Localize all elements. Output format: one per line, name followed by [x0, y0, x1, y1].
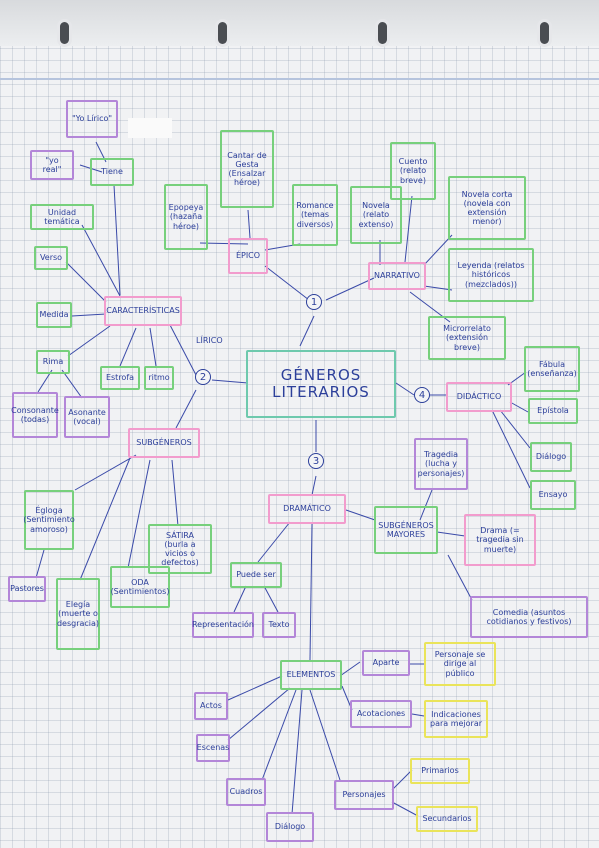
verso-node: Verso [34, 246, 68, 270]
acotaciones-desc-node: Indicaciones para mejorar [424, 700, 488, 738]
actos-node: Actos [194, 692, 228, 720]
tiene-node: Tiene [90, 158, 134, 186]
asonante-node: Asonante (vocal) [64, 396, 110, 438]
elegia-node: Elegía (muerte o desgracia) [56, 578, 100, 650]
representacion-node: Representación [192, 612, 254, 638]
leyenda-node: Leyenda (relatos históricos (mezclados)) [448, 248, 534, 302]
number-4: 4 [414, 387, 430, 403]
medida-node: Medida [36, 302, 72, 328]
yo-real-node: "yo real" [30, 150, 74, 180]
cuento-node: Cuento (relato breve) [390, 142, 436, 200]
number-1: 1 [306, 294, 322, 310]
epico-node: ÉPICO [228, 238, 268, 274]
romance-node: Romance (temas diversos) [292, 184, 338, 246]
personajes-node: Personajes [334, 780, 394, 810]
binder-hole [60, 22, 69, 44]
egloga-node: Égloga (Sentimiento amoroso) [23, 490, 75, 550]
number-2: 2 [195, 369, 211, 385]
yo-lirico-node: "Yo Lírico" [66, 100, 118, 138]
satira-node: SÁTIRA (burla a vicios o defectos) [148, 524, 212, 574]
dialogo-didactico-node: Diálogo [530, 442, 572, 472]
comedia-node: Comedia (asuntos cotidianos y festivos) [470, 596, 588, 638]
novela-corta-node: Novela corta (novela con extensión menor… [448, 176, 526, 240]
epistola-node: Epístola [528, 398, 578, 424]
binder-hole [218, 22, 227, 44]
cantar-gesta-node: Cantar de Gesta (Ensalzar héroe) [220, 130, 274, 208]
cuadros-node: Cuadros [226, 778, 266, 806]
narrativo-node: NARRATIVO [368, 262, 426, 290]
center-topic: GÉNEROS LITERARIOS [246, 350, 396, 418]
caracteristicas-node: CARACTERÍSTICAS [104, 296, 182, 326]
acotaciones-node: Acotaciones [350, 700, 412, 728]
puede-ser-node: Puede ser [230, 562, 282, 588]
drama-node: Drama (= tragedia sin muerte) [464, 514, 536, 566]
aparte-desc-node: Personaje se dirige al público [424, 642, 496, 686]
microrrelato-node: Microrrelato (extensión breve) [428, 316, 506, 360]
eraser-mark [128, 118, 172, 138]
margin-line [0, 78, 599, 80]
fabula-node: Fábula (enseñanza) [524, 346, 580, 392]
subgeneros-mayores-node: SUBGÉNEROS MAYORES [374, 506, 438, 554]
rima-node: Rima [36, 350, 70, 374]
lirico-label: LÍRICO [196, 336, 223, 345]
ritmo-node: ritmo [144, 366, 174, 390]
dialogo-dramatico-node: Diálogo [266, 812, 314, 842]
dramatico-node: DRAMÁTICO [268, 494, 346, 524]
didactico-node: DIDÁCTICO [446, 382, 512, 412]
binder-hole [540, 22, 549, 44]
aparte-node: Aparte [362, 650, 410, 676]
binder-hole [378, 22, 387, 44]
texto-node: Texto [262, 612, 296, 638]
number-3: 3 [308, 453, 324, 469]
unidad-tematica-node: Unidad temática [30, 204, 94, 230]
epopeya-node: Epopeya (hazaña héroe) [164, 184, 208, 250]
tragedia-node: Tragedia (lucha y personajes) [414, 438, 468, 490]
consonante-node: Consonante (todas) [11, 392, 59, 438]
novela-node: Novela (relato extenso) [350, 186, 402, 244]
estrofa-node: Estrofa [100, 366, 140, 390]
elementos-node: ELEMENTOS [280, 660, 342, 690]
primarios-node: Primarios [410, 758, 470, 784]
subgeneros-lirico-node: SUBGÉNEROS [128, 428, 200, 458]
page-top-shadow [0, 0, 599, 46]
escenas-node: Escenas [196, 734, 230, 762]
oda-node: ODA (Sentimientos) [110, 566, 170, 608]
secundarios-node: Secundarios [416, 806, 478, 832]
ensayo-node: Ensayo [530, 480, 576, 510]
pastores-node: Pastores [8, 576, 46, 602]
